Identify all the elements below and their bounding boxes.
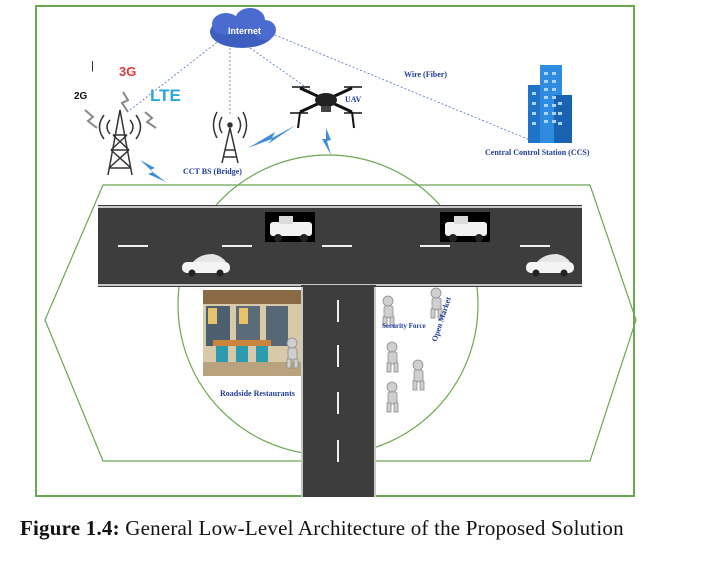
architecture-diagram: [44, 8, 637, 497]
signal-waves-icon: [84, 91, 157, 129]
pickup-truck-icon: [265, 212, 315, 242]
restaurant-image: [203, 290, 301, 376]
pickup-truck-icon: [440, 212, 490, 242]
uav-label: UAV: [345, 95, 362, 104]
network-links: [129, 34, 531, 141]
car-icon: [526, 254, 574, 277]
uav-drone-icon: [290, 86, 362, 129]
caption-prefix: Figure 1.4:: [20, 516, 120, 540]
label-lte: LTE: [150, 86, 181, 105]
cell-tower-icon: [98, 109, 142, 176]
restaurants-label: Roadside Restaurants: [220, 389, 295, 398]
figure-caption: Figure 1.4: General Low-Level Architectu…: [20, 517, 700, 539]
internet-cloud-icon: [210, 8, 276, 48]
cct-bs-label: CCT BS (Bridge): [183, 167, 242, 176]
ccs-building-icon: [528, 65, 572, 143]
coverage-hexagon: [44, 184, 637, 462]
label-2g: 2G: [74, 91, 88, 102]
generation-marker: |: [91, 60, 94, 72]
car-icon: [182, 254, 230, 277]
wireless-link-icons: [140, 125, 331, 182]
bs-antenna-icon: [212, 111, 248, 164]
internet-label: Internet: [228, 26, 262, 36]
caption-text: General Low-Level Architecture of the Pr…: [119, 516, 624, 540]
ccs-label: Central Control Station (CCS): [485, 148, 590, 157]
label-3g: 3G: [119, 64, 137, 79]
security-force-figures: [286, 287, 443, 413]
wire-label: Wire (Fiber): [404, 70, 448, 79]
security-force-label: Security Force: [382, 322, 426, 330]
